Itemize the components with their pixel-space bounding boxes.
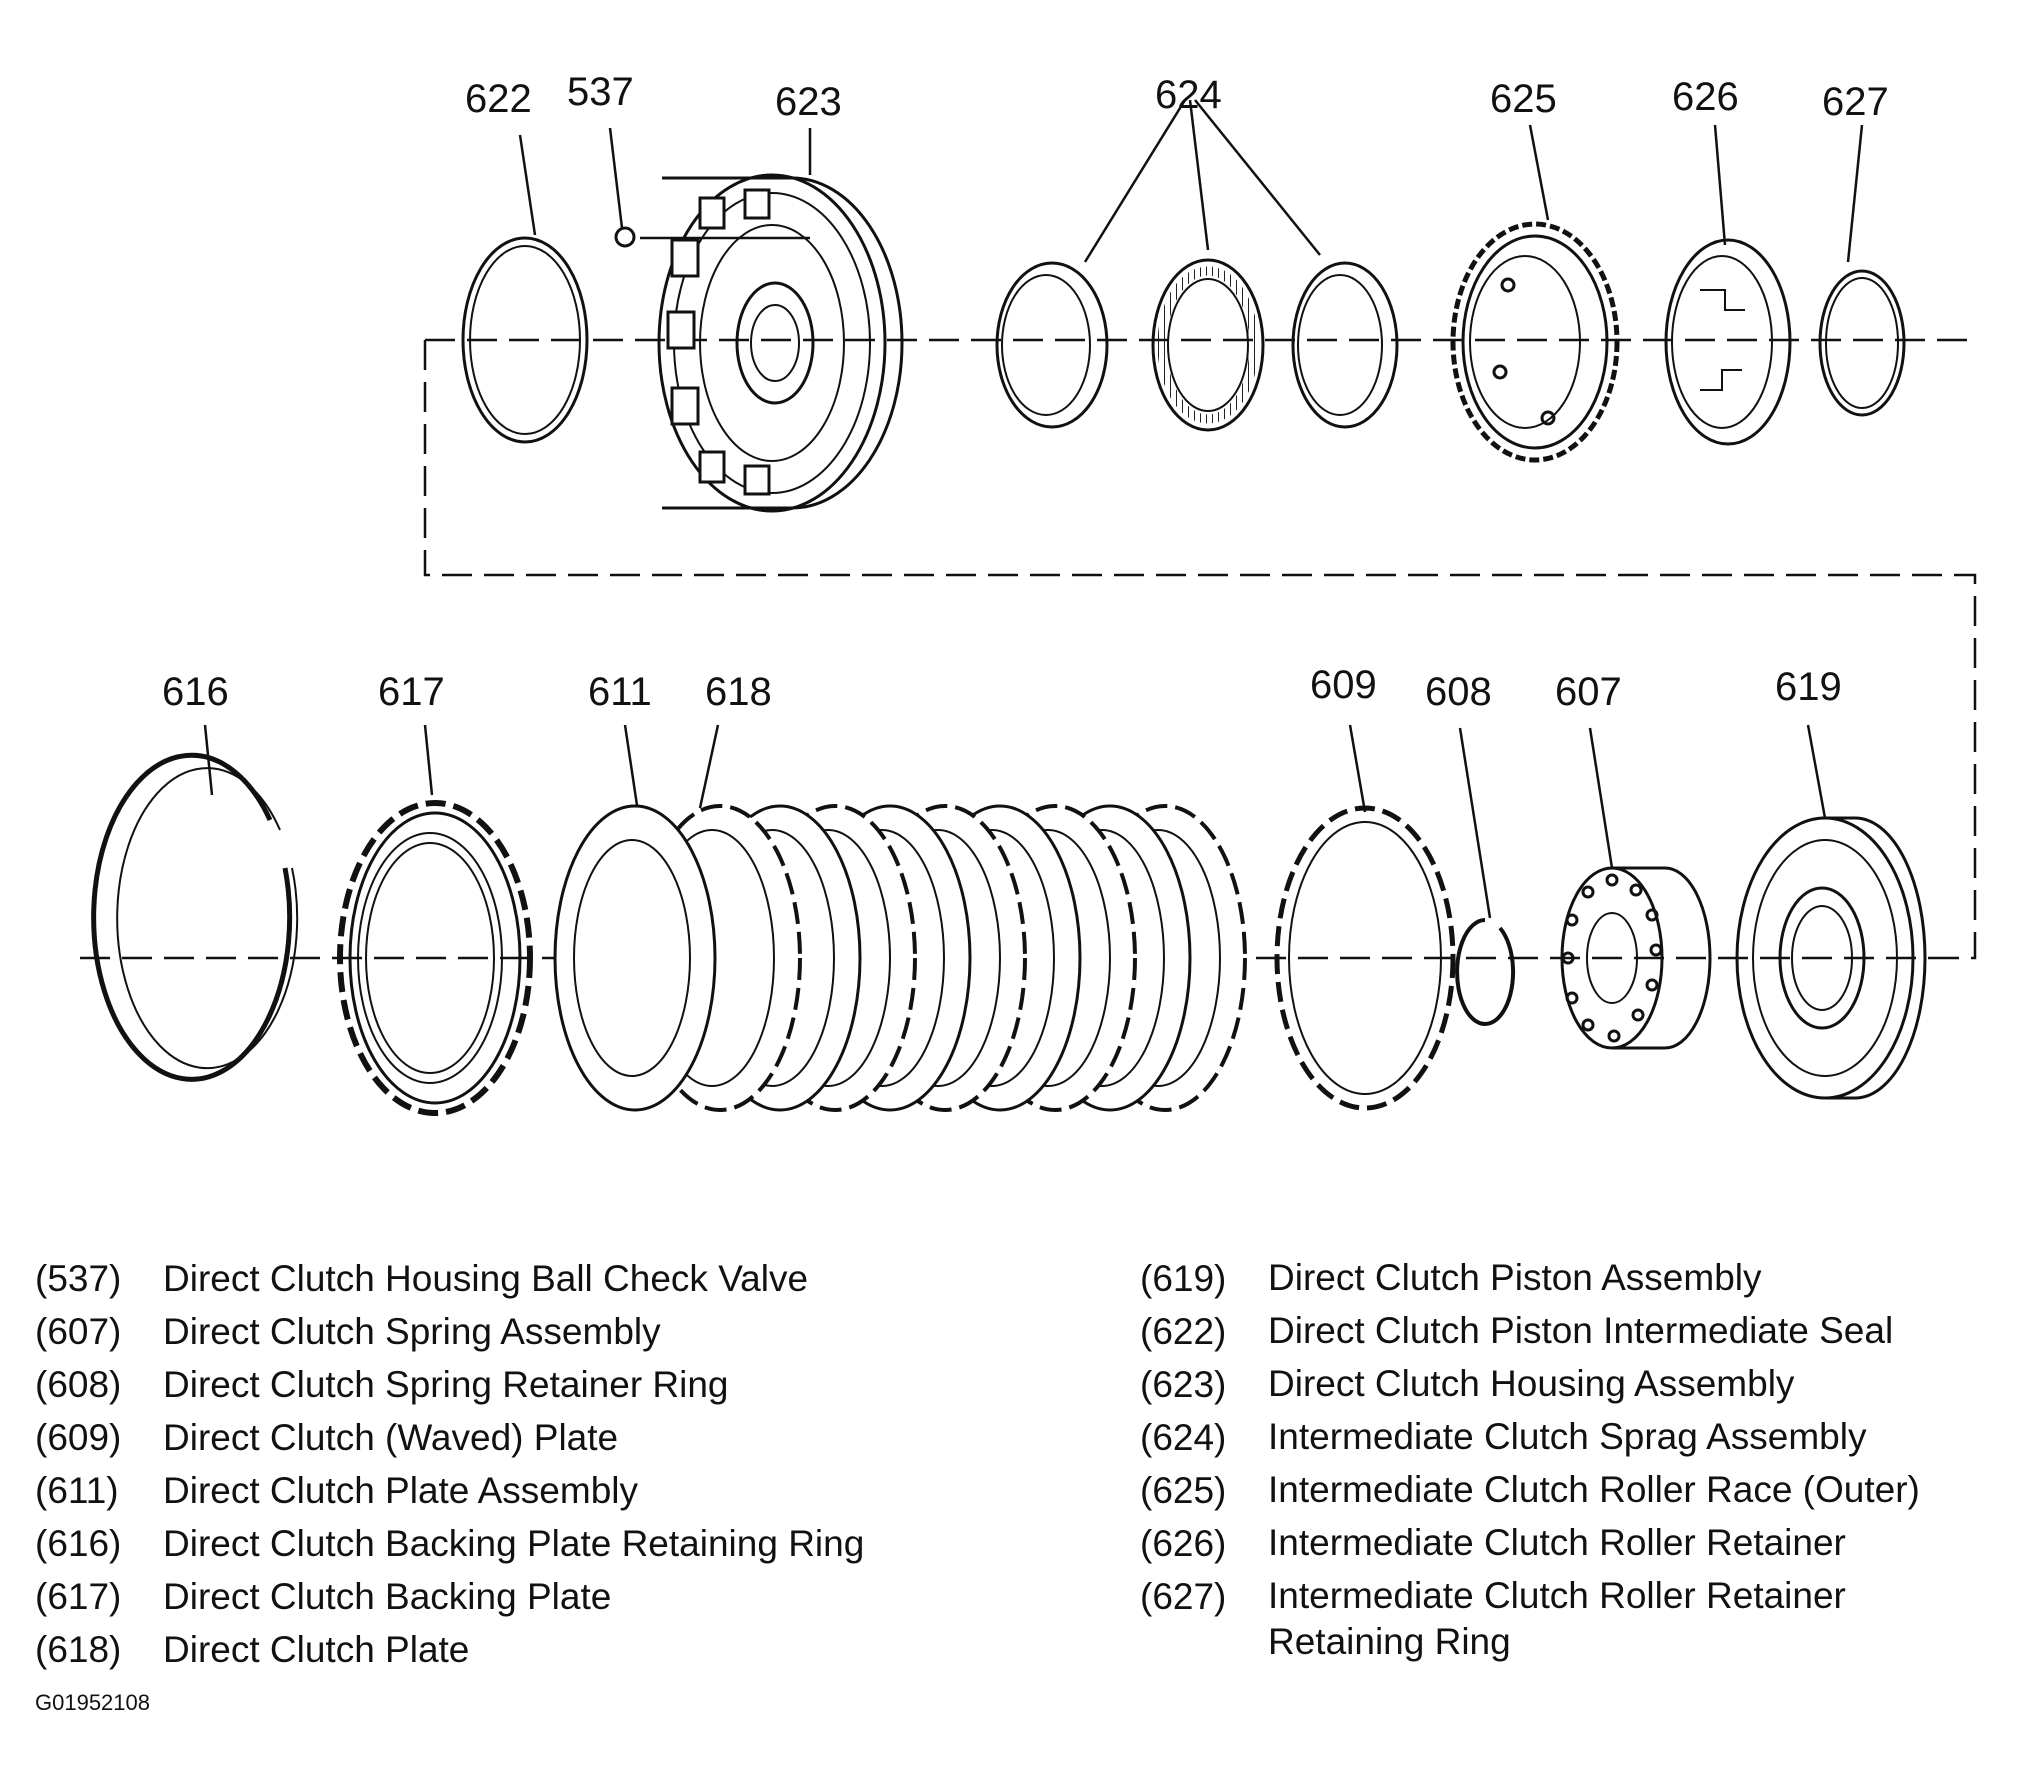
sprag-race-right: [1291, 261, 1399, 429]
legend-description: Direct Clutch Housing Ball Check Valve: [163, 1258, 809, 1299]
legend-number: (537): [35, 1258, 122, 1299]
legend-item: (616) Direct Clutch Backing Plate Retaini…: [35, 1517, 1095, 1570]
direct-clutch-plate-assembly-611: [553, 804, 717, 1112]
direct-clutch-plate-stack: [553, 804, 1247, 1112]
legend-description: Direct Clutch Spring Retainer Ring: [163, 1364, 729, 1405]
plate-stack-back: [638, 804, 1247, 1112]
callout-622: 622: [465, 77, 532, 121]
legend-description: Direct Clutch Backing Plate: [163, 1576, 612, 1617]
legend-description: Intermediate Clutch Roller Race (Outer): [1268, 1469, 1920, 1510]
legend-number: (619): [1140, 1258, 1227, 1299]
legend-description: Direct Clutch Plate: [163, 1629, 470, 1670]
legend-number: (627): [1140, 1576, 1227, 1617]
callout-623: 623: [775, 80, 842, 124]
direct-clutch-spring-assembly-607: [1560, 866, 1712, 1050]
callout-607: 607: [1555, 670, 1622, 714]
legend-description: Direct Clutch Piston Assembly: [1268, 1257, 1762, 1298]
direct-clutch-waved-plate-609: [1274, 805, 1456, 1111]
callout-617: 617: [378, 670, 445, 714]
legend-number: (622): [1140, 1311, 1227, 1352]
direct-clutch-piston-assembly-619: [1735, 816, 1927, 1100]
callout-624: 624: [1155, 73, 1222, 117]
legend-number: (618): [35, 1629, 122, 1670]
intermediate-clutch-roller-retainer-retaining-ring-627: [1818, 269, 1906, 417]
callout-609: 609: [1310, 663, 1377, 707]
callout-611: 611: [588, 670, 652, 714]
direct-clutch-housing-assembly-623: [657, 173, 904, 513]
legend-number: (617): [35, 1576, 122, 1617]
legend-item: (626) Intermediate Clutch Roller Retainer: [1140, 1517, 2020, 1570]
legend-number: (608): [35, 1364, 122, 1405]
intermediate-clutch-roller-retainer-626: [1664, 238, 1792, 446]
callout-leader-lines: [203, 99, 1864, 919]
legend-description: Direct Clutch Housing Assembly: [1268, 1363, 1795, 1404]
direct-clutch-backing-plate-retaining-ring-616: [91, 752, 293, 1082]
legend-number: (625): [1140, 1470, 1227, 1511]
legend-number: (623): [1140, 1364, 1227, 1405]
callout-619: 619: [1775, 665, 1842, 709]
legend-item: (623) Direct Clutch Housing Assembly: [1140, 1358, 2020, 1411]
legend-item: (619) Direct Clutch Piston Assembly: [1140, 1252, 2020, 1305]
legend-description: Direct Clutch Backing Plate Retaining Ri…: [163, 1523, 865, 1564]
legend-description: Direct Clutch Plate Assembly: [163, 1470, 639, 1511]
legend-number: (624): [1140, 1417, 1227, 1458]
callout-labels: 622 537 623 624 625 626 627 616 617 611 …: [162, 70, 1889, 714]
legend-number: (611): [35, 1470, 119, 1511]
callout-616: 616: [162, 670, 229, 714]
callout-618: 618: [705, 670, 772, 714]
legend-description: Intermediate Clutch Roller Retainer Reta…: [1268, 1575, 1846, 1662]
legend-item: (624) Intermediate Clutch Sprag Assembly: [1140, 1411, 2020, 1464]
callout-627: 627: [1822, 80, 1889, 124]
callout-608: 608: [1425, 670, 1492, 714]
direct-clutch-backing-plate-617: [337, 800, 533, 1116]
legend-description: Direct Clutch Spring Assembly: [163, 1311, 661, 1352]
legend-item: (617) Direct Clutch Backing Plate: [35, 1570, 1095, 1623]
figure-code: G01952108: [35, 1690, 150, 1715]
legend-item: (607) Direct Clutch Spring Assembly: [35, 1305, 1095, 1358]
legend-item: (627) Intermediate Clutch Roller Retainer…: [1140, 1570, 2020, 1665]
legend-description: Direct Clutch (Waved) Plate: [163, 1417, 619, 1458]
callout-626: 626: [1672, 75, 1739, 119]
intermediate-clutch-sprag-assembly-624: [995, 258, 1399, 432]
direct-clutch-piston-intermediate-seal-622: [461, 236, 589, 444]
legend-number: (607): [35, 1311, 122, 1352]
direct-clutch-spring-retainer-ring-608: [1455, 918, 1516, 1026]
legend-description: Intermediate Clutch Sprag Assembly: [1268, 1416, 1867, 1457]
parts-legend-left: (537) Direct Clutch Housing Ball Check Va…: [35, 1252, 1095, 1676]
legend-item: (609) Direct Clutch (Waved) Plate: [35, 1411, 1095, 1464]
exploded-view-diagram: 622 537 623 624 625 626 627 616 617 611 …: [80, 70, 1977, 1116]
legend-item: (608) Direct Clutch Spring Retainer Ring: [35, 1358, 1095, 1411]
legend-number: (609): [35, 1417, 122, 1458]
callout-625: 625: [1490, 77, 1557, 121]
legend-item: (537) Direct Clutch Housing Ball Check Va…: [35, 1252, 1095, 1305]
direct-clutch-housing-ball-check-valve-537: [614, 226, 636, 248]
legend-number: (626): [1140, 1523, 1227, 1564]
sprag-race-left: [995, 261, 1109, 429]
legend-item: (622) Direct Clutch Piston Intermediate S…: [1140, 1305, 2020, 1358]
parts-legend-right: (619) Direct Clutch Piston Assembly (622)…: [1140, 1252, 2020, 1665]
callout-537: 537: [567, 70, 634, 114]
intermediate-clutch-roller-race-outer-625: [1450, 221, 1620, 463]
legend-item: (611) Direct Clutch Plate Assembly: [35, 1464, 1095, 1517]
legend-item: (618) Direct Clutch Plate: [35, 1623, 1095, 1676]
legend-number: (616): [35, 1523, 122, 1564]
legend-description: Intermediate Clutch Roller Retainer: [1268, 1522, 1846, 1563]
legend-description: Direct Clutch Piston Intermediate Seal: [1268, 1310, 1894, 1351]
sprag-cage: [1151, 258, 1265, 432]
legend-item: (625) Intermediate Clutch Roller Race (Ou…: [1140, 1464, 2020, 1517]
